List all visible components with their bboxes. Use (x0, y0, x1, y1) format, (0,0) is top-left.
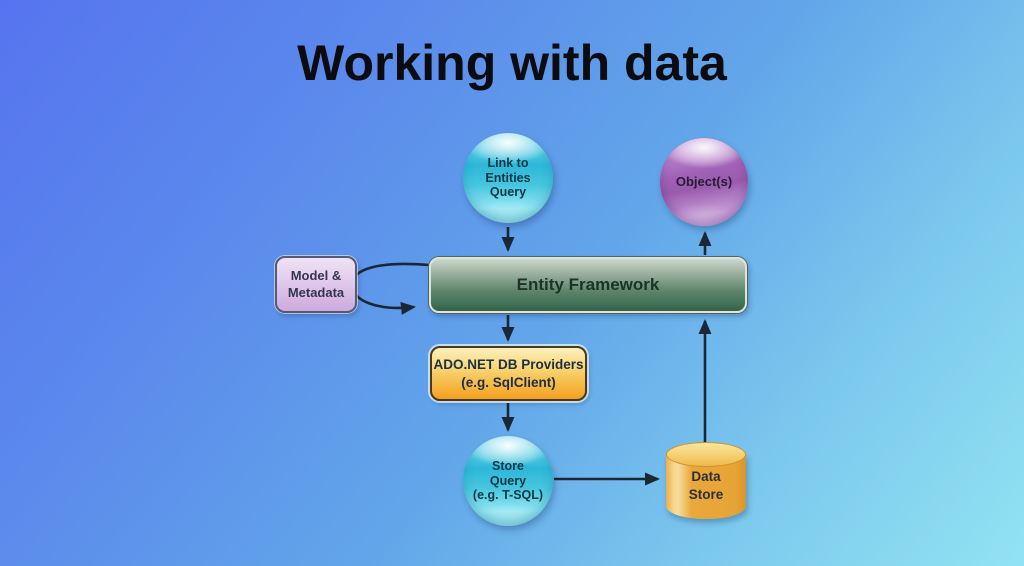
node-objects: Object(s) (660, 138, 748, 226)
node-label: Data Store (666, 468, 746, 503)
node-label-line: Entities (485, 170, 531, 185)
node-label-line: Model & (290, 268, 342, 284)
node-entity-framework: Entity Framework (429, 257, 747, 313)
node-ado-net-db-providers: ADO.NET DB Providers (e.g. SqlClient) (430, 346, 587, 401)
node-label-line: Store (492, 458, 524, 473)
node-label-line: (e.g. SqlClient) (461, 374, 556, 390)
node-label-line: Data (691, 469, 721, 484)
node-label-line: Store (688, 486, 724, 502)
page-title: Working with data (297, 35, 727, 91)
node-label-line: Query (489, 185, 527, 200)
node-label: Entity Framework (516, 275, 660, 294)
node-label-line: Metadata (287, 284, 345, 300)
node-label-line: (e.g. T-SQL) (472, 488, 544, 503)
node-model-metadata: Model & Metadata (275, 256, 357, 313)
node-label: Object(s) (675, 174, 733, 190)
node-link-to-entities-query: Link to Entities Query (463, 133, 553, 223)
node-label-line: ADO.NET DB Providers (433, 356, 584, 372)
node-store-query: Store Query (e.g. T-SQL) (463, 436, 553, 526)
node-label-line: Query (489, 473, 527, 488)
cylinder-top (666, 442, 746, 467)
node-data-store: Data Store (666, 442, 746, 520)
arrow-model-to-ef-loop (350, 262, 430, 315)
node-label-line: Link to (487, 155, 529, 170)
